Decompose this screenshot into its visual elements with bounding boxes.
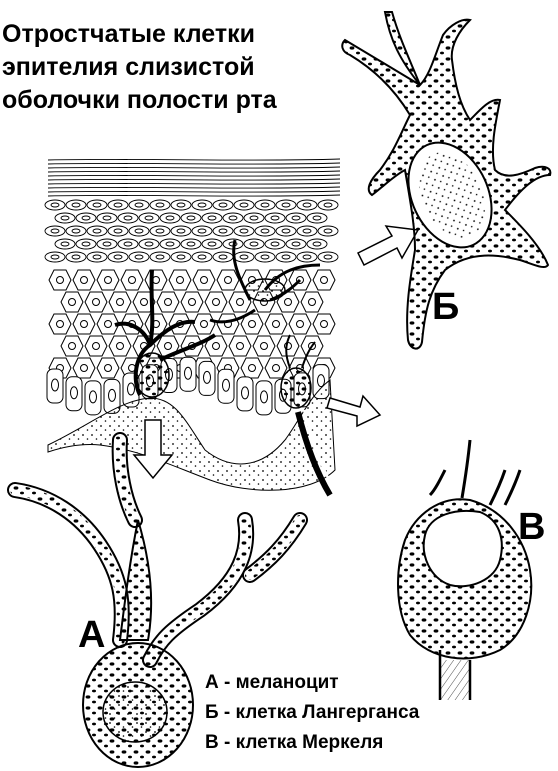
diagram-title: Отростчатые клетки эпителия слизистой об… — [2, 18, 322, 117]
epithelium-section — [45, 159, 340, 495]
arrow-to-langerhans — [358, 226, 418, 265]
merkel-cell — [398, 440, 531, 700]
title-line: Отростчатые клетки — [2, 18, 322, 51]
legend-item-langerhans: Б - клетка Лангерганса — [205, 698, 555, 728]
legend: А - меланоцит Б - клетка Лангерганса В -… — [205, 668, 555, 758]
legend-item-merkel: В - клетка Меркеля — [205, 728, 555, 758]
label-langerhans: Б — [432, 288, 459, 326]
title-line: эпителия слизистой — [2, 51, 322, 84]
label-melanocyte: А — [78, 616, 105, 654]
label-merkel: В — [518, 508, 545, 546]
title-line: оболочки полости рта — [2, 84, 322, 117]
arrow-to-merkel — [327, 396, 380, 426]
legend-item-melanocyte: А - меланоцит — [205, 668, 555, 698]
